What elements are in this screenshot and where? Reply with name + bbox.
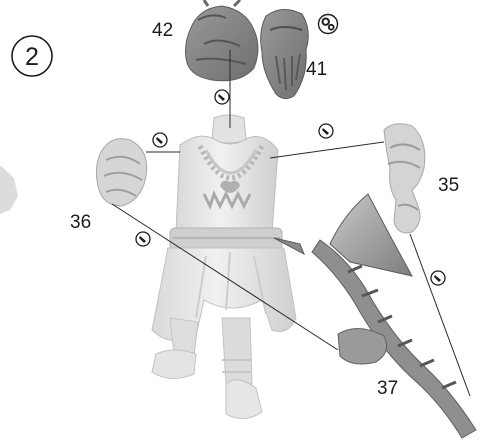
glue-dropper-icon	[135, 231, 151, 247]
part-42-helmet-head	[185, 0, 259, 82]
part-label-37: 37	[377, 378, 399, 399]
step-number: 2	[25, 43, 39, 71]
glue-dropper-icon	[430, 270, 446, 286]
part-label-41: 41	[306, 59, 328, 80]
part-label-35: 35	[438, 175, 460, 196]
previous-part-fragment	[0, 165, 18, 214]
glue-dropper-icon	[152, 132, 168, 148]
part-35-right-arm	[383, 123, 426, 234]
part-36-left-arm	[95, 138, 148, 207]
part-label-42: 42	[152, 20, 174, 41]
glue-dropper-icon	[318, 123, 334, 139]
part-41-bearded-head	[260, 9, 309, 100]
leader-lines	[111, 50, 471, 397]
part-37-axe	[273, 193, 477, 439]
part-label-36: 36	[70, 212, 92, 233]
step-number-badge: 2	[11, 35, 53, 77]
glue-dropper-icon	[214, 89, 230, 105]
gears-icon	[317, 13, 339, 35]
miniature-body	[151, 114, 297, 419]
glue-icons	[135, 89, 446, 286]
